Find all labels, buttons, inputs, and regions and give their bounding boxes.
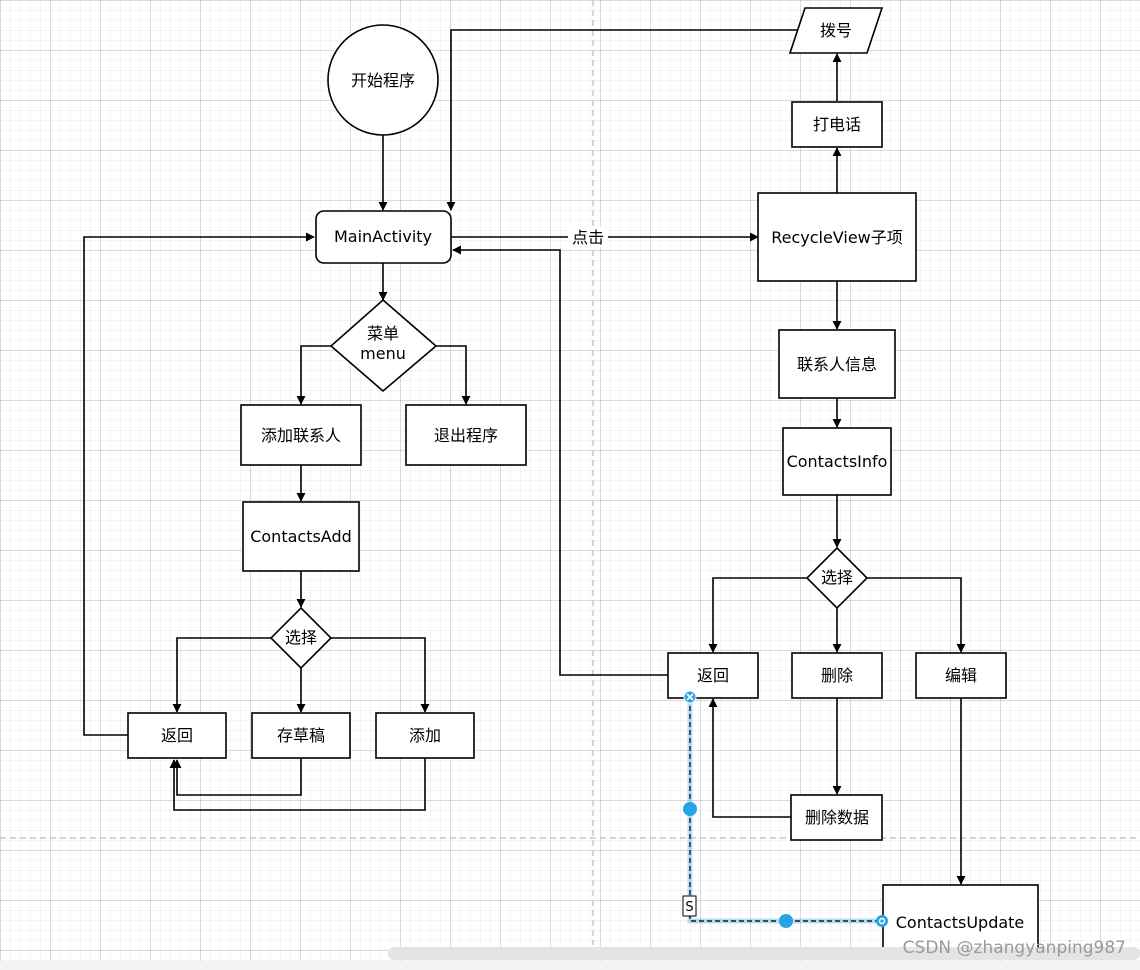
node-menu-label-line1: 菜单 — [367, 324, 399, 343]
node-call-shape[interactable] — [791, 101, 883, 148]
node-contactsinfo-label: ContactsInfo — [787, 452, 888, 471]
edge-menu-add-contact[interactable] — [296, 345, 331, 405]
node-recycle-shape[interactable] — [757, 192, 917, 282]
edge-dial-main[interactable] — [446, 29, 805, 211]
edge-back-left-main[interactable] — [83, 232, 315, 736]
edge-add-back-left[interactable] — [169, 758, 426, 811]
node-back-left-label: 返回 — [161, 726, 193, 745]
edge-label-click[interactable]: 点击 — [572, 228, 604, 247]
node-recycle-label: RecycleView子项 — [771, 228, 903, 247]
node-back-left-shape[interactable] — [127, 712, 227, 759]
edge-menu-exit[interactable] — [436, 345, 471, 405]
node-add-contact-label: 添加联系人 — [261, 426, 341, 445]
edge-save-draft-back-left[interactable] — [172, 758, 302, 796]
node-edit-shape[interactable] — [915, 652, 1007, 699]
edge-choose-back-right[interactable] — [708, 577, 807, 653]
edge-delete-data-back-right[interactable] — [708, 698, 791, 818]
node-main-activity-shape[interactable] — [315, 210, 452, 264]
edge-choose-add[interactable] — [331, 637, 430, 713]
node-contacts-update-label: ContactsUpdate — [896, 913, 1025, 932]
node-choose-right-label: 选择 — [821, 568, 853, 587]
node-contacts-update-shape[interactable] — [882, 884, 1039, 956]
watermark: CSDN @zhangyanping987 — [902, 938, 1126, 958]
node-delete-data-label: 删除数据 — [805, 808, 869, 827]
node-save-draft-shape[interactable] — [251, 712, 351, 759]
node-add-shape[interactable] — [375, 712, 475, 759]
node-menu-label-line2: menu — [360, 344, 406, 363]
node-contact-info-label: 联系人信息 — [797, 355, 877, 374]
edge-label-bg — [568, 227, 608, 247]
node-back-right-shape[interactable] — [667, 652, 759, 699]
node-dial-label: 拨号 — [820, 21, 852, 40]
selection-label-box[interactable] — [682, 895, 697, 917]
node-menu-shape[interactable] — [329, 298, 438, 393]
selection-label-text: S — [685, 900, 693, 915]
node-delete-label: 删除 — [821, 666, 853, 685]
node-delete-data-shape[interactable] — [790, 794, 883, 841]
node-exit-shape[interactable] — [405, 404, 527, 466]
node-contactsadd-label: ContactsAdd — [250, 527, 352, 546]
selection-handle-mid-horizontal[interactable] — [779, 914, 793, 928]
node-save-draft-label: 存草稿 — [277, 726, 325, 745]
selection-handle-end[interactable] — [876, 915, 888, 927]
node-start-label: 开始程序 — [351, 71, 415, 90]
selection-handle-end-ring-icon — [878, 917, 886, 925]
node-dial-shape[interactable] — [788, 7, 884, 54]
node-choose-left-shape[interactable] — [269, 606, 333, 670]
node-edit-label: 编辑 — [945, 666, 977, 685]
node-exit-label: 退出程序 — [434, 426, 498, 445]
node-delete-shape[interactable] — [791, 652, 883, 699]
node-add-contact-shape[interactable] — [240, 404, 362, 466]
node-contactsadd-shape[interactable] — [242, 501, 360, 572]
node-call-label: 打电话 — [813, 115, 861, 134]
node-contact-info-shape[interactable] — [778, 329, 896, 399]
selection-handle-start-x-icon — [686, 693, 694, 701]
selected-edge[interactable] — [689, 698, 882, 922]
edge-choose-edit[interactable] — [867, 577, 966, 653]
node-choose-right-shape[interactable] — [805, 546, 869, 610]
edge-back-right-main[interactable] — [452, 245, 668, 676]
node-contactsinfo-shape[interactable] — [782, 427, 892, 496]
node-main-activity-label: MainActivity — [334, 227, 432, 246]
horizontal-scrollbar[interactable] — [388, 947, 1140, 960]
bottom-strip — [0, 961, 1140, 970]
node-start-shape[interactable] — [327, 24, 439, 136]
node-back-right-label: 返回 — [697, 666, 729, 685]
edge-choose-back-left[interactable] — [172, 637, 271, 713]
node-choose-left-label: 选择 — [285, 628, 317, 647]
selection-handle-mid-vertical[interactable] — [683, 802, 697, 816]
node-add-label: 添加 — [409, 726, 441, 745]
